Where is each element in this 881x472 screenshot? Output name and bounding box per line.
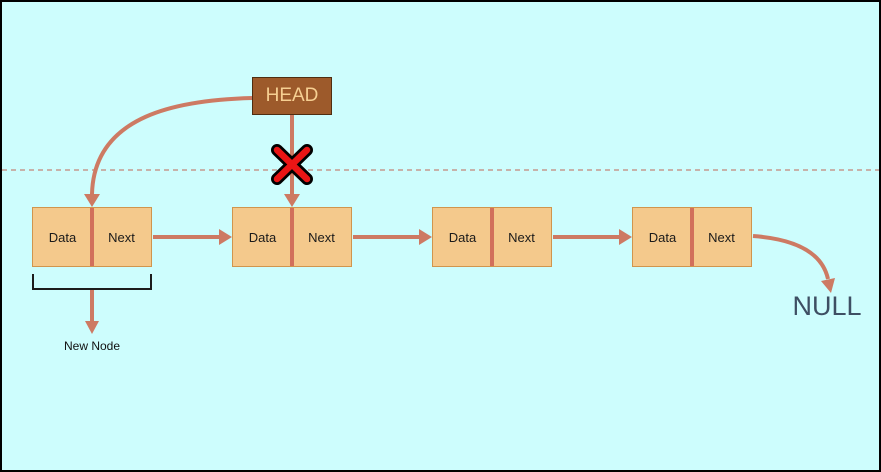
- node-next-cell: Next: [508, 229, 535, 245]
- list-node-3: Data Next: [432, 207, 552, 267]
- new-node-pointer-arrow: [85, 290, 99, 334]
- node-divider: [490, 208, 494, 266]
- head-node: HEAD: [252, 77, 332, 115]
- node-data-cell: Data: [248, 229, 277, 245]
- node-data-cell: Data: [448, 229, 477, 245]
- node-data-cell: Data: [48, 229, 77, 245]
- head-to-old-first-arrow: [284, 115, 300, 207]
- head-label: HEAD: [265, 85, 319, 106]
- node-link-arrow-1: [153, 229, 232, 245]
- node-divider: [290, 208, 294, 266]
- node-data-cell: Data: [648, 229, 677, 245]
- new-node-caption: New Node: [63, 339, 121, 353]
- removed-link-x-icon: [271, 144, 313, 185]
- node-next-cell: Next: [108, 229, 135, 245]
- new-node-bracket: [32, 274, 152, 290]
- node-divider: [690, 208, 694, 266]
- node-link-arrow-2: [353, 229, 432, 245]
- node-divider: [90, 208, 94, 266]
- list-node-4: Data Next: [632, 207, 752, 267]
- list-node-1: Data Next: [32, 207, 152, 267]
- node-link-arrow-3: [553, 229, 632, 245]
- null-label: NULL: [792, 291, 862, 321]
- node-next-cell: Next: [308, 229, 335, 245]
- list-node-2: Data Next: [232, 207, 352, 267]
- head-to-new-node-arrow: [84, 96, 253, 207]
- node-next-cell: Next: [708, 229, 735, 245]
- last-node-to-null-arrow: [752, 234, 835, 293]
